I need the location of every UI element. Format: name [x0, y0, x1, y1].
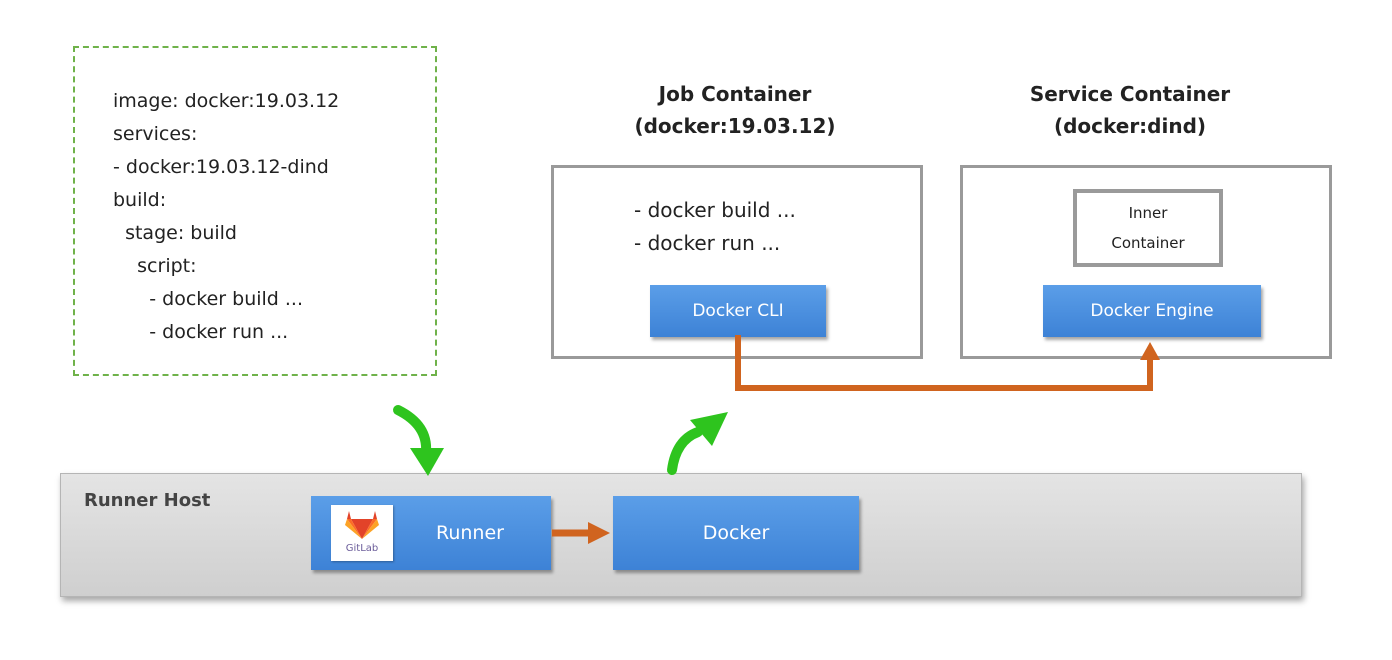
docker-engine-box: Docker Engine [1043, 285, 1261, 337]
job-container-title-line2: (docker:19.03.12) [634, 114, 836, 138]
yaml-line: - docker build ... [113, 288, 304, 310]
runner-box: GitLab Runner [311, 496, 551, 570]
green-arrow-up-icon [667, 412, 728, 475]
yaml-line: - docker run ... [113, 321, 289, 343]
job-container-title: Job Container (docker:19.03.12) [600, 78, 870, 142]
service-container-box: Inner Container Docker Engine [960, 165, 1332, 359]
job-command: - docker run ... [634, 231, 781, 255]
yaml-line: stage: build [113, 222, 237, 244]
runner-label: Runner [436, 522, 504, 544]
yaml-line: image: docker:19.03.12 [113, 90, 340, 112]
job-command: - docker build ... [634, 198, 796, 222]
docker-box: Docker [613, 496, 859, 570]
docker-cli-box: Docker CLI [650, 285, 826, 337]
runner-to-docker-arrow [552, 522, 610, 544]
yaml-line: - docker:19.03.12-dind [113, 156, 329, 178]
gitlab-logo-text: GitLab [345, 543, 379, 554]
gitlab-ci-config-box: image: docker:19.03.12 services: - docke… [73, 46, 437, 376]
gitlab-fox-icon [345, 511, 379, 539]
service-container-title: Service Container (docker:dind) [990, 78, 1270, 142]
service-container-title-line2: (docker:dind) [1053, 114, 1207, 138]
cli-to-engine-arrow [735, 335, 1160, 391]
inner-container-line1: Inner [1128, 204, 1168, 222]
gitlab-logo-icon: GitLab [331, 505, 393, 561]
yaml-line: build: [113, 189, 167, 211]
yaml-line: services: [113, 123, 198, 145]
service-container-title-line1: Service Container [1029, 82, 1231, 106]
green-arrow-down-icon [393, 405, 444, 476]
job-container-box: - docker build ... - docker run ... Dock… [551, 165, 923, 359]
inner-container-line2: Container [1111, 234, 1185, 252]
job-container-title-line1: Job Container [658, 82, 812, 106]
inner-container-box: Inner Container [1073, 189, 1223, 267]
runner-host-label: Runner Host [84, 490, 211, 511]
yaml-line: script: [113, 255, 197, 277]
